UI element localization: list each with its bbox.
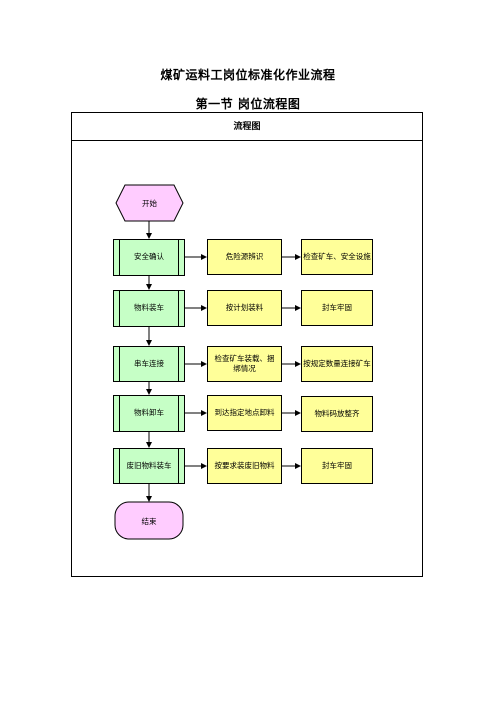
document-title: 煤矿运料工岗位标准化作业流程 xyxy=(160,68,336,82)
step-waste-material-loading: 废旧物料装车 xyxy=(113,448,185,484)
table-header: 流程图 xyxy=(72,113,422,141)
detail-check-load-binding: 检查矿车装载、捆绑情况 xyxy=(207,346,282,382)
section-title: 第一节 岗位流程图 xyxy=(195,97,301,111)
result-secure-load-2: 封车牢固 xyxy=(301,448,373,484)
detail-load-per-plan: 按计划装料 xyxy=(207,290,282,326)
result-inspect-car-safety: 检查矿车、安全设施 xyxy=(301,239,373,275)
start-terminal-shape xyxy=(115,184,184,222)
start-label: 开始 xyxy=(142,199,157,208)
detail-load-waste-material: 按要求装废旧物料 xyxy=(207,448,282,484)
step-material-loading: 物料装车 xyxy=(113,290,185,327)
end-terminal-shape xyxy=(114,501,184,540)
detail-hazard-identification: 危险源辨识 xyxy=(207,239,282,275)
result-couple-cars: 按规定数量连接矿车 xyxy=(301,346,373,382)
result-secure-load: 封车牢固 xyxy=(301,290,373,326)
step-material-unloading: 物料卸车 xyxy=(113,395,185,432)
result-stack-neatly: 物料码放整齐 xyxy=(301,396,373,432)
end-label: 结束 xyxy=(141,517,157,526)
detail-unload-at-location: 到达指定地点卸料 xyxy=(207,395,282,431)
step-safety-confirmation: 安全确认 xyxy=(113,239,185,276)
step-train-coupling: 串车连接 xyxy=(113,346,185,382)
flowchart-table: 流程图 xyxy=(71,112,423,577)
